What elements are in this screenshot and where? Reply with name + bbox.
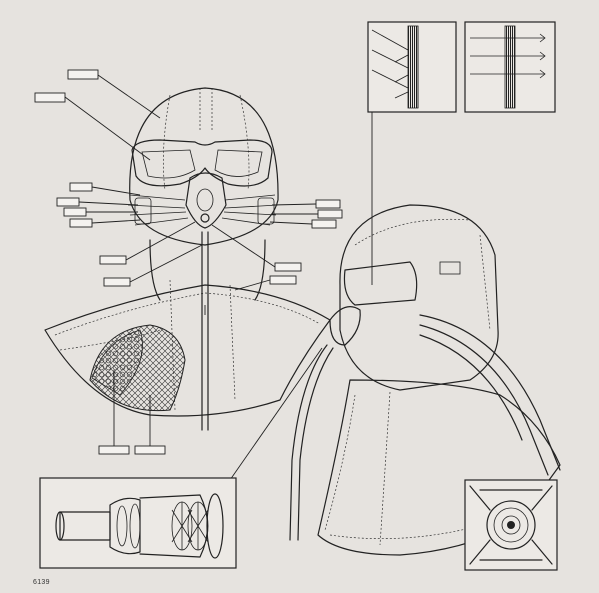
catalog-number: 6139 — [33, 579, 50, 586]
leader-lines — [64, 74, 373, 481]
inset-panel-valve — [39, 477, 237, 569]
oxygen-mask — [185, 172, 227, 229]
inset-panel-layers-pass — [464, 21, 556, 113]
shoulder-cape — [44, 284, 331, 417]
side-helmet — [339, 204, 499, 391]
inset-panel-layers-reflect — [367, 21, 457, 113]
goggles — [131, 139, 273, 187]
callout-labels — [34, 69, 343, 455]
inset-panel-rear-valve — [464, 479, 558, 571]
front-view — [44, 87, 331, 431]
side-view — [289, 204, 561, 556]
helmet-shell — [129, 87, 279, 246]
